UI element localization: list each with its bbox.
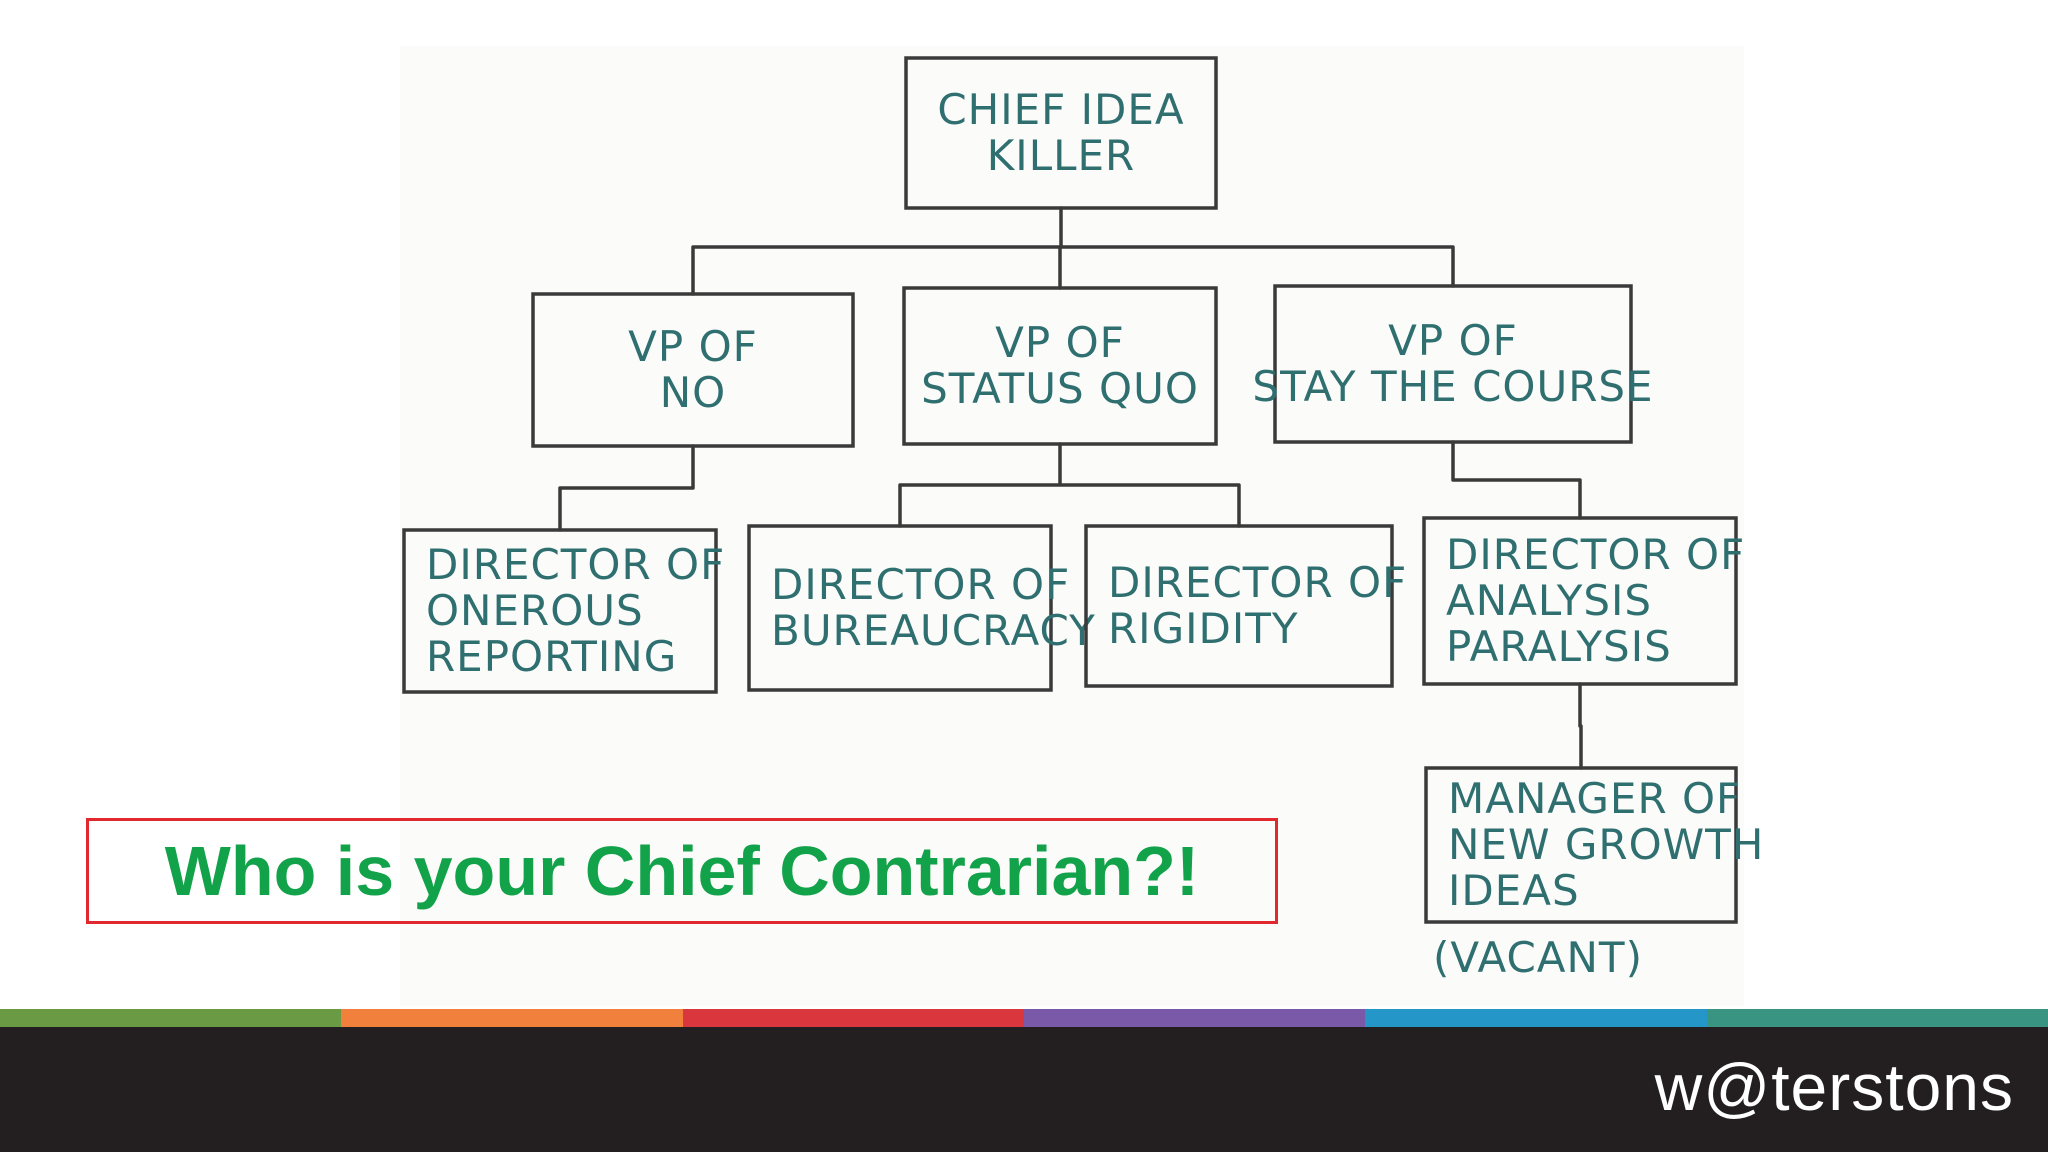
connector-vp-status-quo xyxy=(898,442,1241,528)
brand-logo: w@terstons xyxy=(1654,1050,2014,1124)
org-node-label: ONEROUS xyxy=(426,586,644,635)
connector-layer xyxy=(558,206,1583,770)
footer-bar: w@terstons xyxy=(0,1027,2048,1152)
org-node-label: REPORTING xyxy=(426,632,677,681)
org-node-label: VP OF xyxy=(995,318,1125,367)
org-node-label: DIRECTOR OF xyxy=(1108,558,1407,607)
org-node-label: RIGIDITY xyxy=(1108,604,1299,653)
org-node-label: BUREAUCRACY xyxy=(771,606,1096,655)
org-node-label: NEW GROWTH xyxy=(1448,820,1764,869)
connector-vp-no xyxy=(558,444,695,532)
org-node-label: PARALYSIS xyxy=(1446,622,1672,671)
stripe-segment xyxy=(1365,1009,1708,1027)
org-node-label: DIRECTOR OF xyxy=(1446,530,1745,579)
org-node-box xyxy=(1422,516,1738,686)
org-node-box xyxy=(1424,766,1738,924)
connector-vp-stay xyxy=(1451,440,1582,520)
org-node-box xyxy=(904,56,1218,210)
org-node-label: VP OF xyxy=(1388,316,1518,365)
stripe-segment xyxy=(1024,1009,1366,1027)
org-node-label: CHIEF IDEA xyxy=(937,85,1184,134)
vacant-note: (VACANT) xyxy=(1433,933,1643,982)
org-node-box xyxy=(1084,524,1394,688)
org-node-label: VP OF xyxy=(628,322,758,371)
org-node-label: KILLER xyxy=(987,131,1135,180)
callout-text: Who is your Chief Contrarian?! xyxy=(164,832,1200,910)
org-node-label: STAY THE COURSE xyxy=(1252,362,1653,411)
org-node-label: NO xyxy=(660,368,726,417)
org-node-box xyxy=(531,292,855,448)
org-node-box xyxy=(402,528,718,694)
org-node-label: MANAGER OF xyxy=(1448,774,1741,823)
stripe-segment xyxy=(0,1009,342,1027)
contrarian-callout: Who is your Chief Contrarian?! xyxy=(86,818,1278,924)
connector-ceo xyxy=(691,206,1455,296)
org-node-label: IDEAS xyxy=(1448,866,1580,915)
org-node-label: ANALYSIS xyxy=(1446,576,1652,625)
org-node-label: DIRECTOR OF xyxy=(426,540,725,589)
org-chart-background xyxy=(400,46,1744,1006)
stripe-segment xyxy=(682,1009,1025,1027)
org-node-label: STATUS QUO xyxy=(921,364,1199,413)
stripe-segment xyxy=(341,1009,684,1027)
stripe-segment xyxy=(1706,1009,2048,1027)
org-node-box xyxy=(747,524,1053,692)
org-node-label: DIRECTOR OF xyxy=(771,560,1070,609)
connector-dir-analysis xyxy=(1578,682,1583,770)
org-node-box xyxy=(902,286,1218,446)
org-node-box xyxy=(1273,284,1633,444)
